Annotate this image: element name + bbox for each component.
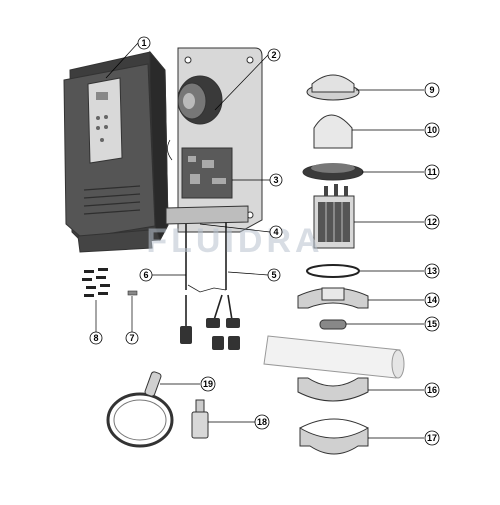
- callout-9-label: 9: [429, 85, 434, 95]
- callout-19-label: 19: [203, 379, 213, 389]
- callout-2-label: 2: [271, 50, 276, 60]
- pipe-section: [263, 335, 405, 379]
- callout-16: 16: [424, 382, 440, 398]
- callout-5: 5: [267, 268, 281, 282]
- callout-8: 8: [89, 331, 103, 345]
- callout-15-label: 15: [427, 319, 437, 329]
- callout-4: 4: [269, 225, 283, 239]
- cell-cap: [306, 74, 360, 101]
- callout-13-label: 13: [427, 266, 437, 276]
- upper-clamp-collar: [297, 287, 369, 309]
- cell-cover: [313, 114, 353, 149]
- callout-4-label: 4: [273, 227, 278, 237]
- clamp-collar-tool: [106, 371, 174, 448]
- screw-set: [82, 268, 110, 297]
- power-cables: [185, 222, 233, 330]
- callout-12: 12: [424, 214, 440, 230]
- display-window: [96, 92, 108, 100]
- callout-8-label: 8: [93, 333, 98, 343]
- callout-2: 2: [267, 48, 281, 62]
- callout-18-label: 18: [257, 417, 267, 427]
- electrolysis-cell: [313, 184, 355, 249]
- leader-lines: [95, 42, 424, 439]
- mounting-plate: [165, 47, 263, 233]
- callout-17: 17: [424, 430, 440, 446]
- callout-18: 18: [254, 414, 270, 430]
- callout-3-label: 3: [273, 175, 278, 185]
- plug-connectors: [180, 318, 240, 350]
- callout-11-label: 11: [427, 167, 437, 177]
- callout-14-label: 14: [427, 295, 437, 305]
- callout-15: 15: [424, 316, 440, 332]
- callout-7-label: 7: [129, 333, 134, 343]
- callout-19: 19: [200, 376, 216, 392]
- callout-14: 14: [424, 292, 440, 308]
- callout-5-label: 5: [271, 270, 276, 280]
- control-unit-housing: [63, 50, 169, 253]
- callout-7: 7: [125, 331, 139, 345]
- circuit-board: [181, 147, 233, 199]
- callout-12-label: 12: [427, 217, 437, 227]
- locking-ring: [302, 163, 364, 181]
- callout-11: 11: [424, 164, 440, 180]
- clamp-seal: [319, 319, 347, 330]
- callout-6-label: 6: [143, 270, 148, 280]
- callout-9: 9: [424, 82, 440, 98]
- pipe-saddle-base: [299, 418, 369, 455]
- locating-pin: [127, 290, 138, 296]
- probe-fitting: [191, 399, 209, 439]
- callout-6: 6: [139, 268, 153, 282]
- callout-13: 13: [424, 263, 440, 279]
- callout-1-label: 1: [141, 38, 146, 48]
- callout-3: 3: [269, 173, 283, 187]
- o-ring-seal: [306, 264, 360, 278]
- callout-1: 1: [137, 36, 151, 50]
- callout-16-label: 16: [427, 385, 437, 395]
- callout-10-label: 10: [427, 125, 437, 135]
- watermark-text: FLUIDRA: [146, 222, 323, 260]
- callout-10: 10: [424, 122, 440, 138]
- callout-17-label: 17: [427, 433, 437, 443]
- pipe-clamp-half: [297, 377, 369, 402]
